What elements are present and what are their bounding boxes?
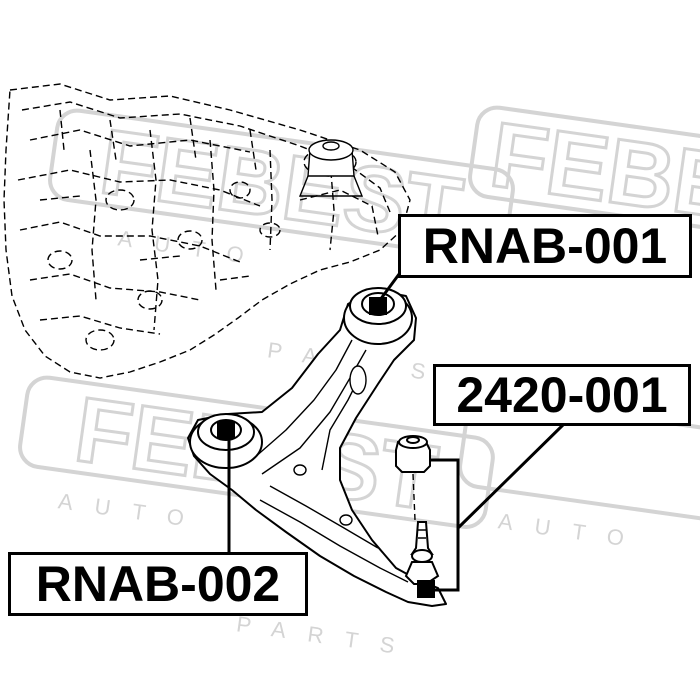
- front-bushing-marker: [217, 421, 235, 439]
- rear-bushing: [343, 287, 413, 345]
- part-label-rnab-002: RNAB-002: [8, 552, 308, 616]
- rear-bushing-marker: [369, 297, 387, 315]
- ball-joint: [395, 435, 440, 598]
- ball-joint-marker: [417, 580, 435, 598]
- bracket-2420-001: [430, 458, 460, 592]
- watermark-sub-top-lower-right: AUTO: [497, 508, 648, 553]
- strut-mount: [298, 139, 364, 197]
- part-label-2420-001: 2420-001: [433, 364, 691, 426]
- watermark-sub-bottom-lower: PARTS: [235, 611, 418, 661]
- part-label-rnab-001: RNAB-001: [398, 214, 692, 278]
- front-bushing: [189, 413, 263, 469]
- leader-2420-001: [456, 420, 568, 530]
- subframe-outline: [3, 83, 411, 379]
- lower-control-arm: [187, 289, 447, 607]
